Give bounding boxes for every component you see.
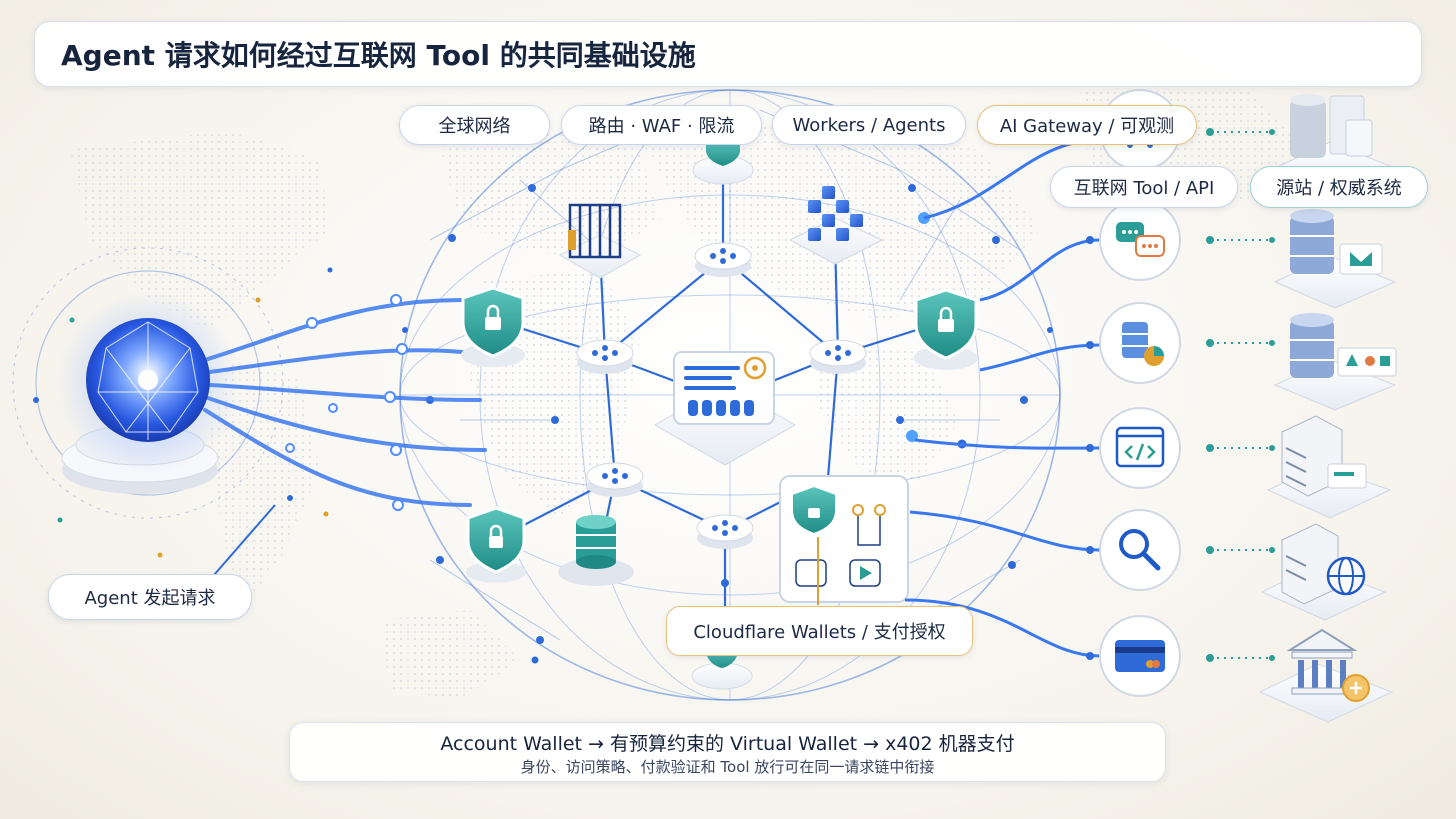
agent-label-leader: [213, 504, 276, 576]
origin-dotted-links: [1210, 131, 1270, 659]
globe-wireframe: [399, 89, 1061, 701]
central-control-panel-icon: [653, 351, 797, 466]
origin-mail-server: [1273, 209, 1397, 309]
label-ai-gateway: AI Gateway / 可观测: [977, 105, 1197, 145]
label-agent-request: Agent 发起请求: [48, 574, 252, 620]
router-hub-icons: [576, 242, 867, 549]
payment-flow-main: Account Wallet → 有预算约束的 Virtual Wallet →…: [440, 733, 1015, 755]
label-workers-agents: Workers / Agents: [772, 105, 966, 145]
agent-orb-icon: [56, 291, 240, 494]
waf-shield-icon: [461, 286, 525, 367]
egress-curve-dots: [1086, 236, 1094, 660]
agent-orbit-rings: [12, 247, 284, 519]
egress-shield-icon: [914, 288, 978, 370]
label-internet-tool: 互联网 Tool / API: [1050, 166, 1238, 208]
origin-db-shapes: [1273, 313, 1397, 411]
label-origin-system: 源站 / 权威系统: [1250, 166, 1428, 208]
origin-bank-icon: [1258, 628, 1394, 723]
wallets-panel-icon: [779, 475, 909, 605]
payment-flow-sub: 身份、访问策略、付款验证和 Tool 放行可在同一请求链中衔接: [520, 758, 935, 776]
label-cloudflare-wallets: Cloudflare Wallets / 支付授权: [666, 606, 973, 656]
scatter-dots: [33, 267, 333, 558]
origin-server-icons: [1258, 94, 1397, 723]
gate-barrier-icon: [558, 203, 642, 279]
database-cylinder-icon: [558, 515, 634, 586]
payment-flow-caption: Account Wallet → 有预算约束的 Virtual Wallet →…: [289, 722, 1166, 782]
origin-rack-server: [1266, 415, 1392, 519]
edge-shield-icon: [466, 506, 526, 583]
workers-cubes-icon: [788, 186, 884, 265]
beam-sparks: [285, 294, 408, 511]
agent-beams: [203, 298, 487, 507]
origin-globe-server: [1260, 523, 1387, 621]
label-routing-waf: 路由 · WAF · 限流: [561, 105, 762, 145]
top-shield-icon: [692, 140, 754, 185]
origin-link-dots: [1206, 128, 1275, 662]
page-title: Agent 请求如何经过互联网 Tool 的共同基础设施: [34, 21, 1422, 87]
label-global-network: 全球网络: [399, 105, 550, 145]
